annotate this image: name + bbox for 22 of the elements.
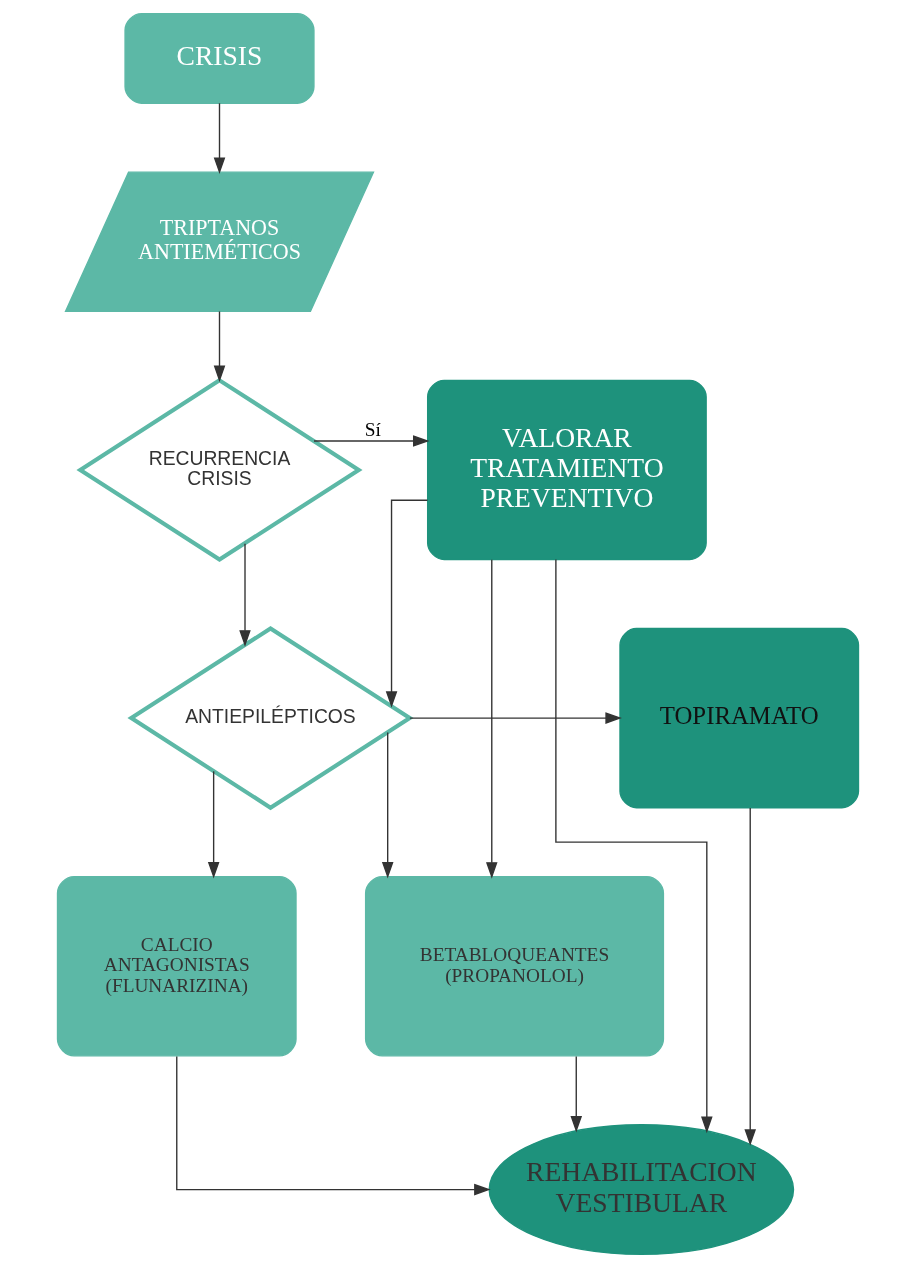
arrow [408,712,622,724]
arrow [213,310,225,383]
arrow [238,543,251,647]
edge-label: Sí [364,418,381,440]
arrow [213,102,225,175]
node-box: BETABLOQUEANTES (PROPANOLOL) [364,875,664,1057]
node-box: TOPIRAMATO [618,627,859,809]
node-box: VALORAR TRATAMIENTO PREVENTIVO [426,379,707,561]
arrow [312,435,430,447]
arrow [207,770,219,879]
node-diamond: RECURRENCIA CRISIS [75,377,363,563]
arrow [569,1055,582,1133]
arrow [743,807,756,1146]
arrow [385,499,428,708]
arrow [381,731,393,879]
node-ellipse: REHABILITACION VESTIBULAR [488,1124,794,1256]
arrow [485,559,498,879]
node-box: CRISIS [123,12,315,104]
node-diamond: ANTIEPILÉPTICOS [126,626,414,811]
arrow [175,1055,491,1196]
node-box: CALCIO ANTAGONISTAS (FLUNARIZINA) [56,875,297,1057]
arrow [554,558,713,1134]
